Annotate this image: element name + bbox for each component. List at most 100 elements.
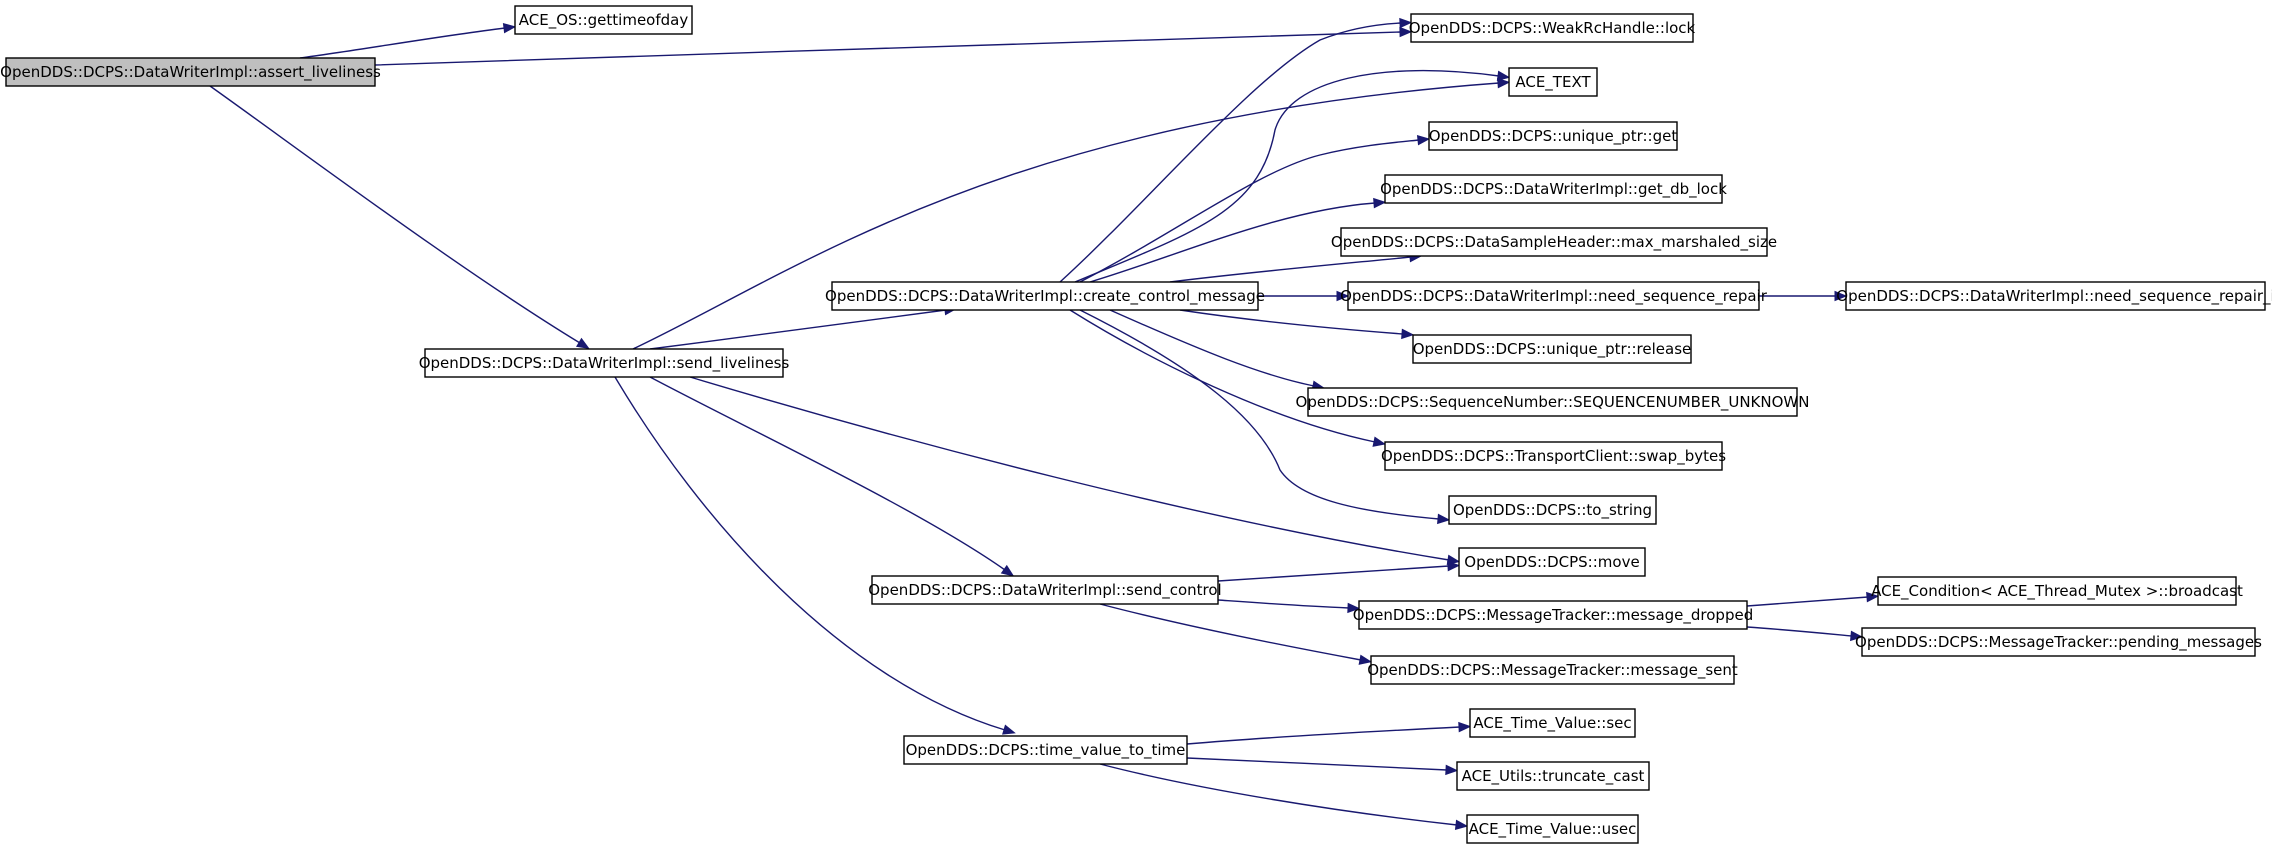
- node-box: [1458, 547, 1646, 577]
- node-need-sequence-repair-i[interactable]: OpenDDS::DCPS::DataWriterImpl::need_sequ…: [1836, 281, 2272, 311]
- node-need-sequence-repair[interactable]: OpenDDS::DCPS::DataWriterImpl::need_sequ…: [1340, 281, 1768, 311]
- edge-line: [1089, 202, 1376, 283]
- arrowhead-icon: [1447, 560, 1461, 572]
- edge-line: [632, 82, 1500, 350]
- edge-assert_liveliness-to-send_liveliness: [209, 85, 590, 349]
- edge-send_control-to-message_dropped: [1217, 599, 1361, 614]
- node-box: [1428, 121, 1678, 151]
- edge-line: [374, 31, 1402, 66]
- edge-create_control_message-to-seqnum_unknown: [1109, 309, 1326, 391]
- edge-line: [1186, 726, 1461, 745]
- arrowhead-icon: [1496, 70, 1511, 81]
- edge-line: [1109, 309, 1315, 387]
- node-label: OpenDDS::DCPS::DataWriterImpl::create_co…: [825, 287, 1265, 306]
- node-to-string[interactable]: OpenDDS::DCPS::to_string: [1448, 495, 1657, 525]
- edge-line: [689, 376, 1450, 561]
- node-seqnum-unknown[interactable]: OpenDDS::DCPS::SequenceNumber::SEQUENCEN…: [1296, 387, 1810, 417]
- node-label: ACE_Time_Value::sec: [1473, 714, 1631, 733]
- node-box: [903, 735, 1188, 765]
- node-label: OpenDDS::DCPS::MessageTracker::pending_m…: [1855, 633, 2262, 652]
- node-label: OpenDDS::DCPS::MessageTracker::message_d…: [1353, 606, 1753, 625]
- node-move[interactable]: OpenDDS::DCPS::move: [1458, 547, 1646, 577]
- edge-line: [1069, 309, 1376, 443]
- node-send-liveliness[interactable]: OpenDDS::DCPS::DataWriterImpl::send_live…: [419, 348, 790, 378]
- node-box: [1448, 495, 1657, 525]
- node-broadcast[interactable]: ACE_Condition< ACE_Thread_Mutex >::broad…: [1871, 576, 2243, 606]
- edge-line: [649, 376, 1006, 571]
- node-uptr-release[interactable]: OpenDDS::DCPS::unique_ptr::release: [1412, 334, 1692, 364]
- node-label: OpenDDS::DCPS::time_value_to_time: [906, 741, 1186, 760]
- node-label: OpenDDS::DCPS::SequenceNumber::SEQUENCEN…: [1296, 393, 1810, 412]
- arrowhead-icon: [1401, 328, 1415, 340]
- edge-line: [1079, 139, 1420, 283]
- edge-line: [1217, 565, 1450, 582]
- node-label: OpenDDS::DCPS::DataWriterImpl::send_live…: [419, 354, 790, 373]
- node-truncate-cast[interactable]: ACE_Utils::truncate_cast: [1456, 761, 1650, 791]
- node-get-db-lock[interactable]: OpenDDS::DCPS::DataWriterImpl::get_db_lo…: [1380, 174, 1727, 204]
- edge-send_control-to-move: [1217, 560, 1461, 582]
- edge-send_liveliness-to-send_control: [649, 376, 1015, 577]
- edge-line: [209, 85, 581, 344]
- node-label: OpenDDS::DCPS::WeakRcHandle::lock: [1409, 19, 1696, 37]
- node-ace-text[interactable]: ACE_TEXT: [1508, 67, 1598, 97]
- arrowhead-icon: [1399, 26, 1413, 38]
- edge-time_value_to_time-to-tv_sec: [1186, 721, 1472, 745]
- edge-time_value_to_time-to-tv_usec: [1099, 763, 1469, 831]
- edge-send_control-to-message_sent: [1099, 603, 1373, 665]
- node-label: OpenDDS::DCPS::DataSampleHeader::max_mar…: [1331, 233, 1777, 252]
- node-box: [1456, 761, 1650, 791]
- node-tv-sec[interactable]: ACE_Time_Value::sec: [1469, 708, 1636, 738]
- edge-send_liveliness-to-create_control_message: [649, 304, 958, 350]
- node-message-sent[interactable]: OpenDDS::DCPS::MessageTracker::message_s…: [1367, 655, 1738, 685]
- nodes-layer: OpenDDS::DCPS::DataWriterImpl::assert_li…: [0, 5, 2272, 844]
- node-time-value-to-time[interactable]: OpenDDS::DCPS::time_value_to_time: [903, 735, 1188, 765]
- edge-message_dropped-to-pending_messages: [1746, 626, 1864, 642]
- arrowhead-icon: [1437, 513, 1451, 525]
- node-pending-messages[interactable]: OpenDDS::DCPS::MessageTracker::pending_m…: [1855, 627, 2262, 657]
- node-label: OpenDDS::DCPS::to_string: [1453, 501, 1652, 520]
- node-assert-liveliness[interactable]: OpenDDS::DCPS::DataWriterImpl::assert_li…: [0, 57, 381, 87]
- arrowhead-icon: [1445, 764, 1459, 776]
- node-uptr-get[interactable]: OpenDDS::DCPS::unique_ptr::get: [1428, 121, 1678, 151]
- edge-create_control_message-to-uptr_release: [1179, 309, 1415, 340]
- edge-line: [614, 376, 1006, 731]
- arrowhead-icon: [575, 337, 590, 349]
- node-box: [1358, 600, 1748, 630]
- node-label: OpenDDS::DCPS::unique_ptr::get: [1429, 127, 1678, 146]
- node-label: OpenDDS::DCPS::DataWriterImpl::need_sequ…: [1340, 287, 1768, 306]
- node-weakrc-lock[interactable]: OpenDDS::DCPS::WeakRcHandle::lock: [1409, 13, 1696, 43]
- edge-assert_liveliness-to-weakrc_lock: [374, 26, 1413, 66]
- node-send-control[interactable]: OpenDDS::DCPS::DataWriterImpl::send_cont…: [868, 575, 1222, 605]
- node-box: [1508, 67, 1598, 97]
- arrowhead-icon: [1358, 654, 1373, 665]
- arrowhead-icon: [1347, 602, 1361, 614]
- node-box: [1410, 13, 1694, 43]
- node-label: OpenDDS::DCPS::unique_ptr::release: [1413, 340, 1692, 359]
- node-tv-usec[interactable]: ACE_Time_Value::usec: [1466, 814, 1639, 844]
- node-max-marshaled-size[interactable]: OpenDDS::DCPS::DataSampleHeader::max_mar…: [1331, 227, 1777, 257]
- node-box: [1347, 281, 1760, 311]
- node-label: OpenDDS::DCPS::DataWriterImpl::assert_li…: [0, 63, 381, 82]
- arrowhead-icon: [1850, 630, 1864, 642]
- edge-line: [1746, 596, 1869, 607]
- arrowhead-icon: [1458, 721, 1472, 733]
- node-box: [1307, 387, 1798, 417]
- node-label: OpenDDS::DCPS::TransportClient::swap_byt…: [1381, 447, 1726, 466]
- edge-need_sequence_repair-to-need_sequence_repair_i: [1759, 290, 1848, 302]
- arrowhead-icon: [1002, 724, 1016, 735]
- node-box: [1384, 174, 1723, 204]
- node-label: OpenDDS::DCPS::DataWriterImpl::get_db_lo…: [1380, 180, 1727, 199]
- node-message-dropped[interactable]: OpenDDS::DCPS::MessageTracker::message_d…: [1353, 600, 1753, 630]
- edge-line: [649, 309, 947, 350]
- node-box: [1412, 334, 1692, 364]
- edge-line: [1074, 69, 1500, 283]
- edge-create_control_message-to-need_sequence_repair: [1258, 290, 1350, 302]
- node-box: [871, 575, 1219, 605]
- node-create-control-message[interactable]: OpenDDS::DCPS::DataWriterImpl::create_co…: [825, 281, 1265, 311]
- arrowhead-icon: [1399, 17, 1413, 29]
- edge-assert_liveliness-to-gettimeofday: [299, 22, 517, 59]
- node-swap-bytes[interactable]: OpenDDS::DCPS::TransportClient::swap_byt…: [1381, 441, 1726, 471]
- node-gettimeofday[interactable]: ACE_OS::gettimeofday: [514, 5, 693, 35]
- edge-create_control_message-to-max_marshaled_size: [1169, 251, 1423, 283]
